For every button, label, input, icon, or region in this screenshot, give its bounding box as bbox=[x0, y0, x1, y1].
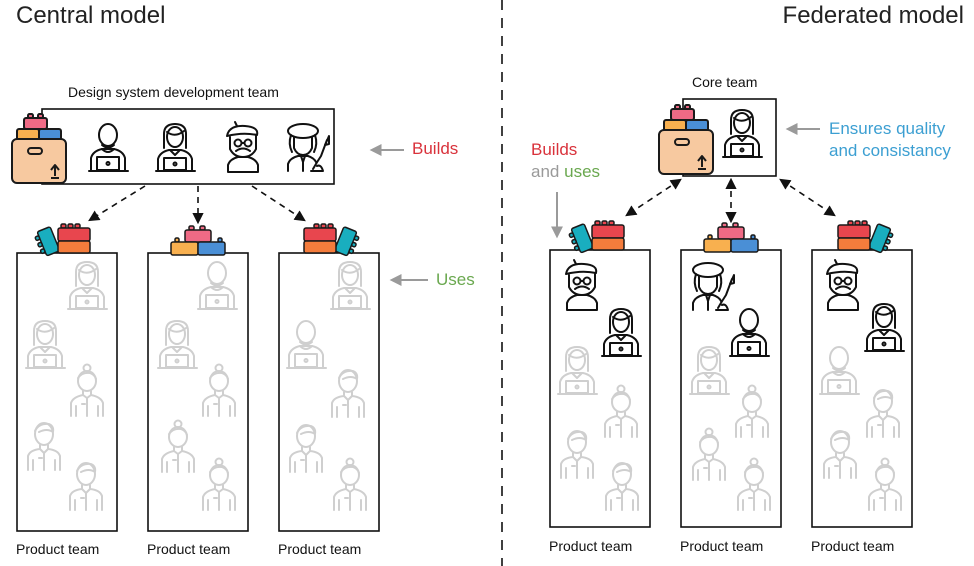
central-model-title: Central model bbox=[16, 2, 166, 29]
brick-stack-icon bbox=[566, 220, 625, 256]
federated-product-team-label-2: Product team bbox=[680, 538, 764, 554]
central-core-team-label: Design system development team bbox=[68, 84, 279, 100]
federated-core-team-label: Core team bbox=[692, 74, 758, 90]
central-flow-arrow-3 bbox=[251, 185, 306, 222]
central-flow-arrow-1 bbox=[88, 185, 146, 222]
central-product-team-box-1 bbox=[16, 252, 118, 532]
central-product-team-label-1: Product team bbox=[16, 541, 100, 557]
federated-builds-label: Builds bbox=[531, 140, 578, 159]
federated-flow-arrow-3 bbox=[779, 178, 836, 217]
ensures-quality-line-2: and consistancy bbox=[829, 141, 951, 160]
brick-stack-icon bbox=[32, 223, 91, 259]
ensures-quality-line-1: Ensures quality bbox=[829, 119, 946, 138]
builds-label: Builds bbox=[412, 139, 459, 158]
federated-flow-arrow-1 bbox=[625, 178, 682, 217]
central-product-team-box-3 bbox=[278, 252, 380, 532]
central-product-team-box-2 bbox=[147, 252, 249, 532]
brick-stack-icon bbox=[303, 223, 362, 259]
ensures-quality-label: Ensures quality and consistancy bbox=[829, 118, 951, 162]
federated-product-team-label-3: Product team bbox=[811, 538, 895, 554]
federated-uses-label: uses bbox=[564, 162, 601, 181]
uses-label: Uses bbox=[436, 270, 475, 289]
central-product-team-label-3: Product team bbox=[278, 541, 362, 557]
federated-model-title: Federated model bbox=[782, 2, 964, 29]
central-product-team-label-2: Product team bbox=[147, 541, 231, 557]
federated-product-team-box-2 bbox=[680, 249, 782, 528]
and-label: and bbox=[531, 162, 560, 181]
federated-product-team-label-1: Product team bbox=[549, 538, 633, 554]
builds-and-uses-label: and uses bbox=[531, 161, 600, 183]
brick-stack-icon bbox=[837, 220, 896, 256]
brick-pyramid-icon bbox=[703, 222, 759, 253]
brick-pyramid-icon bbox=[170, 225, 226, 256]
